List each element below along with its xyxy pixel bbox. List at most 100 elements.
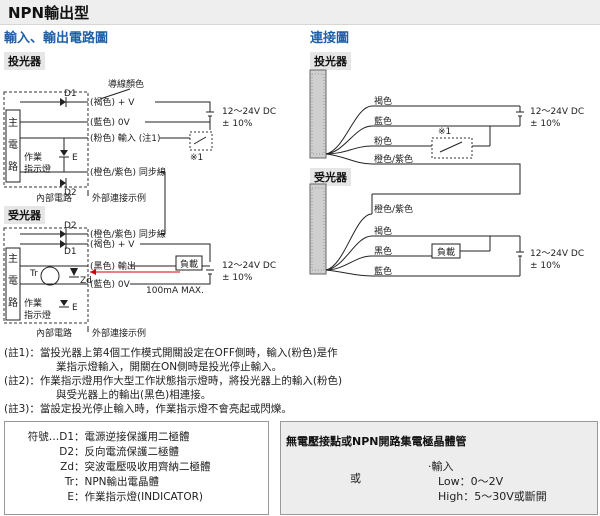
- receiver-wire-label-output: (黑色) 輸出: [90, 260, 136, 272]
- legend-row: 符號…D1：電源逆接保護用二極體: [27, 431, 190, 443]
- right-switch-icon: [439, 141, 463, 153]
- high-level-label: High：5～30V或斷開: [438, 490, 547, 503]
- load-label: 負載: [180, 258, 198, 270]
- internal-circuit-label: 內部電路: [36, 192, 72, 204]
- note-row: (註3)：當設定投光停止輸入時，作業指示燈不會亮起或閃爍。: [4, 403, 292, 415]
- receiver-tag-right: 受光器: [310, 168, 351, 186]
- page-header: NPN輸出型: [0, 0, 600, 25]
- emitter-cable-blue: [325, 125, 373, 155]
- receiver-tag-left: 受光器: [4, 206, 45, 224]
- receiver-cable-blue: [325, 269, 373, 277]
- right-switch-box: [431, 137, 473, 159]
- receiver-wire-label-0v: (藍色) 0V: [90, 278, 131, 290]
- r-main-circuit-char-1: 主: [8, 253, 18, 265]
- right-receiver-tolerance: ± 10%: [530, 261, 561, 271]
- receiver-wire-label-sync: (橙色/紫色) 同步線: [90, 228, 166, 240]
- right-emitter-power: 12～24V DC: [530, 107, 584, 117]
- legend-row: D2：反向電流保護二極體: [59, 446, 179, 458]
- emitter-device: [309, 69, 327, 159]
- notes-section: (註1)：當投光器上第4個工作模式開關設定在OFF側時，輸入(粉色)是作 業指示…: [4, 346, 342, 416]
- note-row: 業指示燈輸入，開關在ON側時是投光停止輸入。: [56, 361, 283, 373]
- legend-row: Zd：突波電壓吸收用齊納二極體: [60, 461, 211, 473]
- emitter-wire-blue-label: 藍色: [374, 115, 392, 127]
- emitter-tolerance-label: ± 10%: [222, 119, 253, 129]
- emitter-wire-sync-label: 橙色/紫色: [374, 153, 413, 165]
- input-voltage-box: [280, 421, 598, 515]
- or-label: 或: [350, 472, 361, 485]
- e-label: E: [72, 153, 78, 163]
- emitter-tag-right: 投光器: [310, 52, 351, 70]
- connection-title: 連接圖: [310, 31, 350, 46]
- wire-color-pointer: [99, 88, 131, 100]
- right-load-label: 負載: [437, 246, 455, 258]
- r-d1-label: D1: [64, 247, 77, 257]
- note-row: (註1)：當投光器上第4個工作模式開關設定在OFF側時，輸入(粉色)是作: [4, 347, 338, 359]
- note-row: 與受光器上的輸出(黑色)相連接。: [56, 389, 212, 401]
- d1-label: D1: [64, 89, 77, 99]
- receiver-wire-label-v: (褐色) + V: [90, 238, 135, 250]
- note-row: (註2)：作業指示燈用作大型工作狀態指示燈時，將投光器上的輸入(粉色): [4, 375, 343, 387]
- emitter-wire-label-0v: (藍色) 0V: [90, 116, 131, 128]
- d2-label: D2: [64, 188, 77, 198]
- indicator-label-1: 作業: [24, 151, 42, 163]
- receiver-cable-black: [325, 255, 373, 271]
- page-title: NPN輸出型: [8, 4, 90, 22]
- symbol-legend: 符號…D1：電源逆接保護用二極體 D2：反向電流保護二極體 Zd：突波電壓吸收用…: [6, 430, 211, 505]
- right-receiver-power: 12～24V DC: [530, 249, 584, 259]
- receiver-device: [309, 183, 327, 275]
- main-circuit-char-2: 電: [8, 139, 18, 151]
- zener-diode-icon: [70, 268, 78, 276]
- emitter-main-circuit-box: [5, 109, 21, 183]
- emitter-power-label: 12～24V DC: [222, 107, 276, 117]
- r-internal-circuit-label: 內部電路: [36, 327, 72, 339]
- wire-color-title: 導線顏色: [108, 78, 144, 90]
- sync-link: [160, 171, 166, 235]
- receiver-wire-black-label: 黑色: [374, 245, 392, 257]
- r-main-circuit-char-2: 電: [8, 275, 18, 287]
- main-circuit-char-1: 主: [8, 117, 18, 129]
- r-ext-wire-v: [140, 243, 211, 262]
- r-d2-diode-icon: [60, 230, 66, 238]
- receiver-internal-box: [3, 227, 89, 324]
- emitter-tag-left: 投光器: [4, 52, 45, 70]
- r-indicator-led-icon: [60, 300, 68, 306]
- d2-diode-icon: [60, 179, 66, 187]
- indicator-led-icon: [60, 150, 68, 156]
- r-external-example-label: 外部連接示例: [92, 327, 146, 339]
- d1-diode-icon: [60, 98, 66, 106]
- r-indicator-label-2: 指示燈: [24, 309, 51, 321]
- r-d2-label: D2: [64, 221, 77, 231]
- load-box: [175, 255, 203, 271]
- zd-label: Zd: [80, 276, 92, 286]
- emitter-cable-sync: [325, 153, 373, 165]
- receiver-wire-blue-label: 藍色: [374, 265, 392, 277]
- note-mark-right: ※1: [438, 127, 451, 137]
- input-voltage-title: 無電壓接點或NPN開路集電極晶體管: [286, 435, 467, 448]
- emitter-wire-label-sync: (橙色/紫色) 同步線: [90, 166, 166, 178]
- emitter-wire-label-input: (粉色) 輸入 (注1): [90, 132, 161, 144]
- note-mark-left: ※1: [190, 153, 203, 163]
- legend-box: [4, 421, 269, 515]
- r-e-label: E: [72, 303, 78, 313]
- transistor-icon: [40, 266, 60, 286]
- low-level-label: Low：0～2V: [438, 475, 504, 488]
- receiver-cable-brown: [325, 235, 373, 271]
- emitter-internal-box: [3, 91, 89, 188]
- switch-icon: [193, 136, 207, 145]
- legend-row: E：作業指示燈(INDICATOR): [67, 491, 203, 503]
- receiver-wire-brown-label: 褐色: [374, 225, 392, 237]
- receiver-tolerance-label: ± 10%: [222, 273, 253, 283]
- r-d1-diode-icon: [60, 240, 66, 248]
- ext-wire-v: [155, 101, 211, 112]
- receiver-power-label: 12～24V DC: [222, 261, 276, 271]
- receiver-wire-sync-label: 橙色/紫色: [374, 203, 413, 215]
- legend-row: Tr：NPN輸出電晶體: [64, 476, 160, 488]
- emitter-wire-brown-label: 褐色: [374, 95, 392, 107]
- indicator-label-2: 指示燈: [24, 163, 51, 175]
- receiver-cable-sync: [325, 213, 373, 271]
- right-emitter-tolerance: ± 10%: [530, 119, 561, 129]
- r-main-circuit-char-3: 路: [8, 296, 18, 309]
- emitter-cable-pink: [325, 145, 373, 155]
- main-circuit-char-3: 路: [8, 160, 18, 173]
